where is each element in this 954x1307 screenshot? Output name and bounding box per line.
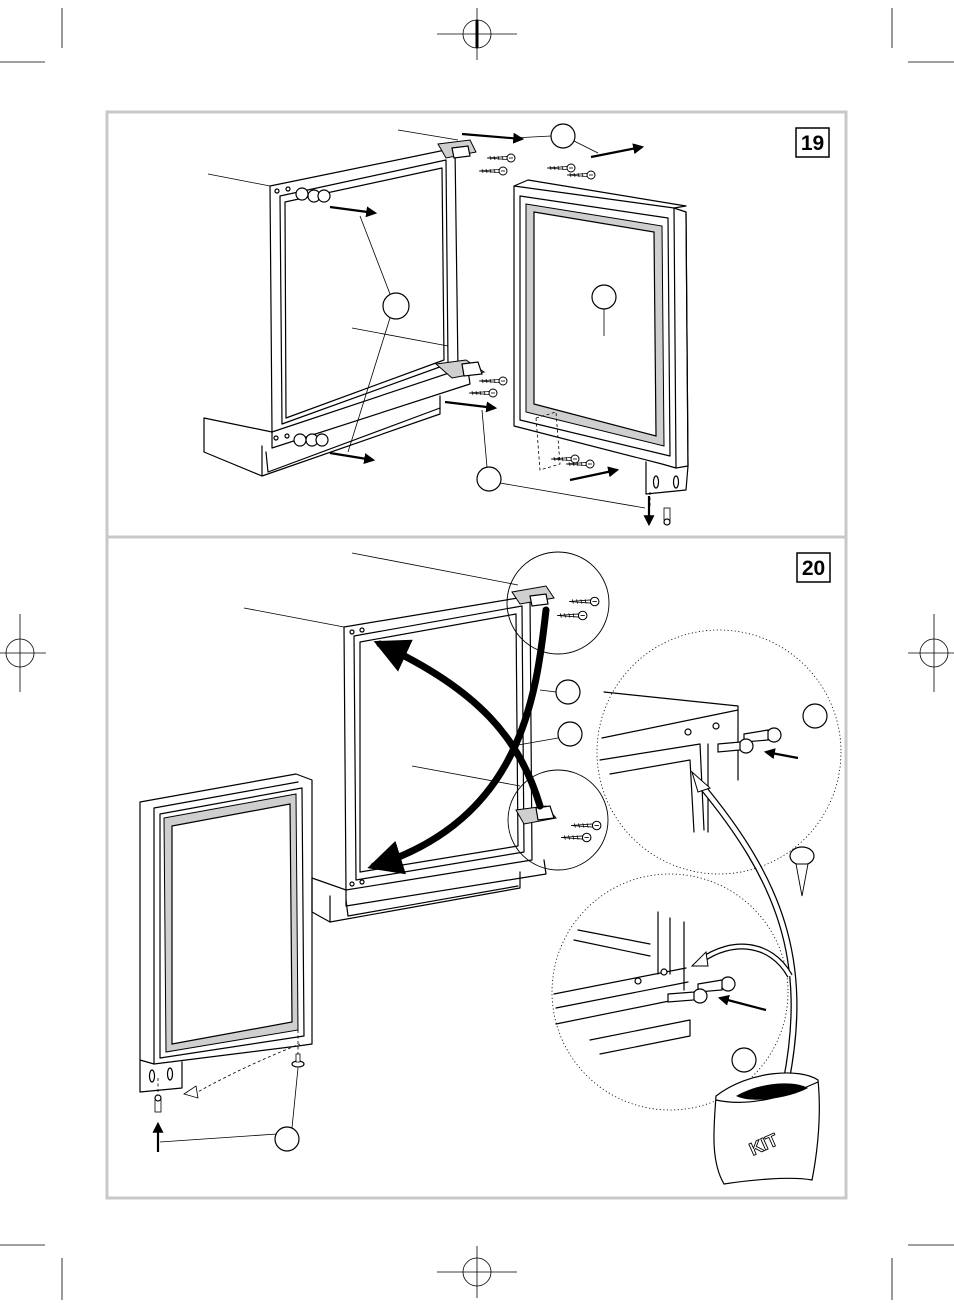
figure-20: 20 <box>140 552 841 1184</box>
door-19 <box>514 180 688 508</box>
cover-cap-icon <box>790 847 814 896</box>
registration-mark-icon <box>908 614 954 692</box>
hinge-icon <box>438 140 476 158</box>
arrow-icon <box>692 772 794 1082</box>
callout-circle-icon <box>160 1068 299 1151</box>
figure-19: 19 <box>204 124 829 525</box>
registration-mark-icon <box>0 614 46 692</box>
svg-text:19: 19 <box>801 132 824 155</box>
registration-mark-icon <box>437 1246 517 1298</box>
magnifier-circle-icon <box>597 630 841 874</box>
magnifier-circle-icon <box>552 874 788 1110</box>
cover-cap-icon <box>294 188 330 446</box>
door-20 <box>140 774 312 1100</box>
screw-icon <box>155 1095 161 1112</box>
figure-number-20: 20 <box>797 553 830 582</box>
cover-cap-icon <box>718 728 781 753</box>
cabinet-19 <box>204 130 470 476</box>
registration-mark-icon <box>437 8 517 60</box>
kit-bag: KIT <box>714 1073 819 1184</box>
svg-text:20: 20 <box>802 557 825 580</box>
figure-number-19: 19 <box>796 128 829 157</box>
cover-cap-icon <box>292 1054 304 1067</box>
arrow-icon <box>374 610 546 866</box>
